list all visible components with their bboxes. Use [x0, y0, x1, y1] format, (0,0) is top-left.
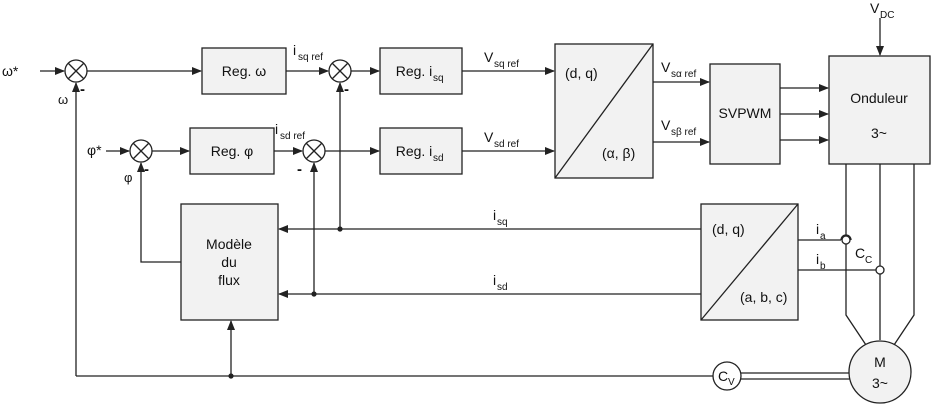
- label-vsd-ref: V sd ref: [484, 129, 519, 150]
- svg-text:(d, q): (d, q): [565, 65, 598, 81]
- label-vsq-ref: V sq ref: [484, 49, 519, 70]
- minus-phi: -: [144, 161, 149, 178]
- svg-text:Reg. φ: Reg. φ: [211, 143, 254, 159]
- svg-text:Reg. i: Reg. i: [396, 63, 433, 79]
- svg-text:i: i: [293, 42, 296, 58]
- phi-feedback-line: [137, 162, 181, 263]
- svg-text:sα ref: sα ref: [671, 69, 696, 80]
- motor: M 3~: [848, 340, 912, 404]
- label-vdc: V DC: [870, 0, 894, 21]
- svg-text:i: i: [816, 251, 819, 267]
- svg-text:ω*: ω*: [2, 63, 19, 79]
- label-vsb-ref: V sβ ref: [661, 117, 696, 138]
- svg-text:C: C: [855, 245, 865, 261]
- reg-phi-block: Reg. φ: [189, 127, 275, 175]
- svg-text:i: i: [493, 272, 496, 288]
- svg-text:Reg. i: Reg. i: [396, 143, 433, 159]
- svg-text:V: V: [661, 59, 671, 75]
- isd-node: [311, 291, 317, 297]
- svg-text:sd ref: sd ref: [494, 139, 519, 150]
- onduleur-block: Onduleur 3~: [828, 55, 931, 165]
- svg-text:(a, b, c): (a, b, c): [740, 289, 787, 305]
- svg-text:3~: 3~: [872, 375, 888, 391]
- svg-text:DC: DC: [880, 10, 894, 21]
- svg-text:C: C: [718, 368, 728, 384]
- svg-text:sq: sq: [497, 217, 508, 228]
- svg-text:flux: flux: [218, 272, 240, 288]
- svg-text:C: C: [865, 255, 872, 266]
- sum-phi: [129, 139, 153, 163]
- svg-text:b: b: [820, 261, 826, 272]
- label-isq-ref: i sq ref: [293, 42, 323, 63]
- label-isd-fb: i sd: [493, 272, 508, 293]
- svg-text:Modèle: Modèle: [206, 236, 252, 252]
- svg-text:SVPWM: SVPWM: [719, 105, 772, 121]
- svg-text:3~: 3~: [871, 125, 887, 141]
- label-isd-ref: i sd ref: [275, 121, 305, 142]
- minus-isd: -: [297, 161, 302, 178]
- label-isq-fb: i sq: [493, 207, 508, 228]
- svg-text:V: V: [484, 129, 494, 145]
- speed-node: [228, 373, 234, 379]
- svg-text:i: i: [275, 121, 278, 137]
- svg-text:sd ref: sd ref: [280, 131, 305, 142]
- minus-isq: -: [344, 81, 349, 98]
- sum-omega: [64, 59, 88, 83]
- svg-text:(d, q): (d, q): [712, 221, 745, 237]
- svg-text:Onduleur: Onduleur: [850, 90, 908, 106]
- svg-text:sβ ref: sβ ref: [671, 127, 696, 138]
- label-omega-fb: ω: [58, 92, 68, 107]
- reg-isq-block: Reg. i sq: [379, 47, 463, 95]
- minus-omega: -: [80, 81, 85, 98]
- svg-text:sd: sd: [433, 153, 444, 164]
- svg-text:sq: sq: [433, 73, 444, 84]
- label-ia: i a: [816, 221, 826, 242]
- svg-text:du: du: [221, 254, 237, 270]
- svg-text:V: V: [870, 0, 880, 16]
- sum-isd: [302, 139, 326, 163]
- label-omega-ref: ω*: [2, 63, 19, 79]
- label-vsa-ref: V sα ref: [661, 59, 696, 80]
- svg-text:V: V: [728, 377, 735, 388]
- modele-flux-block: Modèle du flux: [180, 203, 279, 321]
- sum-isq: [328, 59, 352, 83]
- svg-text:sq ref: sq ref: [298, 52, 323, 63]
- svg-text:i: i: [816, 221, 819, 237]
- svg-text:sd: sd: [497, 282, 508, 293]
- svg-text:V: V: [484, 49, 494, 65]
- isq-node: [337, 226, 343, 232]
- svg-text:(α, β): (α, β): [602, 145, 635, 161]
- svg-text:ω: ω: [58, 92, 68, 107]
- label-phi-fb: φ: [124, 170, 132, 185]
- ia-sensor: [841, 235, 851, 245]
- svg-text:φ*: φ*: [87, 142, 102, 158]
- speed-sensor: C V: [712, 361, 742, 391]
- svpwm-block: SVPWM: [709, 63, 781, 165]
- svg-text:φ: φ: [124, 170, 132, 185]
- svg-text:M: M: [874, 354, 886, 370]
- svg-text:Reg. ω: Reg. ω: [222, 63, 266, 79]
- label-cc: C C: [855, 245, 872, 266]
- reg-omega-block: Reg. ω: [201, 47, 287, 95]
- svg-text:i: i: [493, 207, 496, 223]
- label-ib: i b: [816, 251, 826, 272]
- svg-text:a: a: [820, 231, 826, 242]
- label-phi-ref: φ*: [87, 142, 102, 158]
- svg-text:V: V: [661, 117, 671, 133]
- phase-line-3: [893, 164, 915, 346]
- park-block: (d, q) (a, b, c): [700, 203, 799, 321]
- svg-text:sq ref: sq ref: [494, 59, 519, 70]
- inverse-park-block: (d, q) (α, β): [554, 43, 654, 179]
- ib-sensor: [875, 265, 885, 275]
- reg-isd-block: Reg. i sd: [379, 127, 463, 175]
- phase-line-1: [845, 164, 867, 346]
